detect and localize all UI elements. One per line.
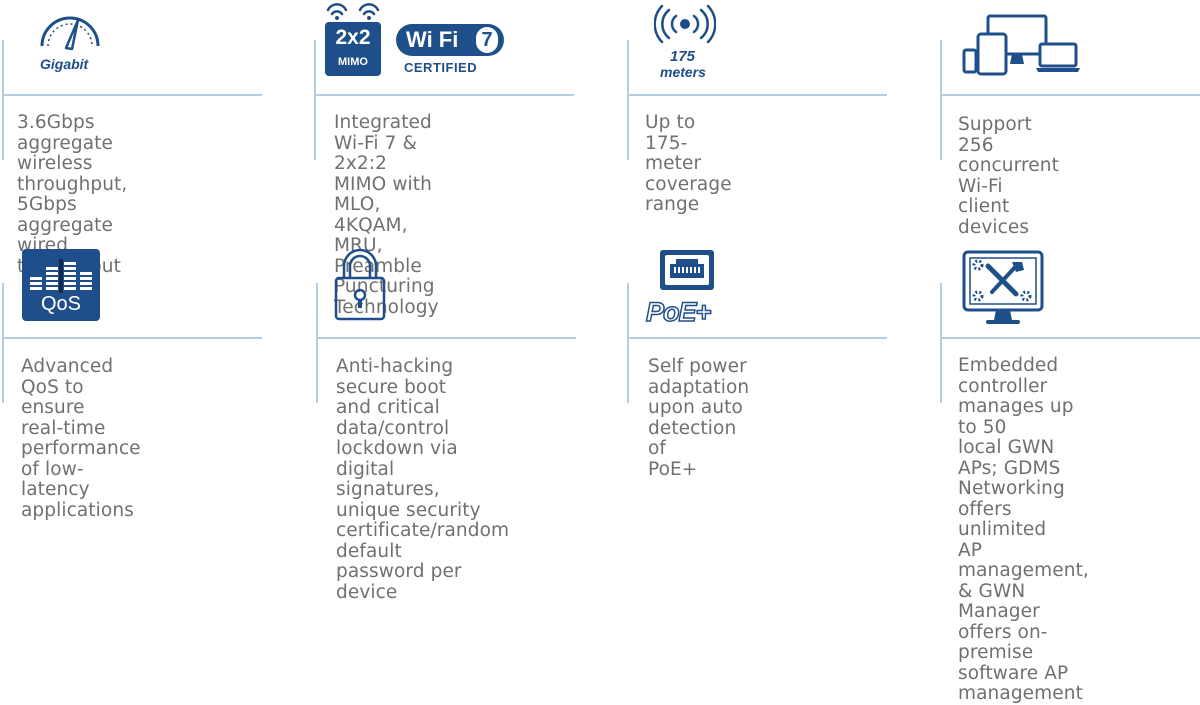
feature-divider-vertical bbox=[940, 283, 942, 403]
equalizer-bars-icon bbox=[30, 259, 92, 293]
feature-divider-vertical bbox=[314, 40, 316, 160]
coverage-unit: meters bbox=[660, 64, 706, 80]
feature-description: Self power adaptation upon auto detectio… bbox=[648, 356, 750, 480]
feature-divider-horizontal bbox=[940, 337, 1200, 339]
feature-divider-horizontal bbox=[2, 94, 262, 96]
feature-divider-horizontal bbox=[2, 337, 262, 339]
feature-description: Support 256 concurrent Wi-Fi client devi… bbox=[958, 114, 1059, 238]
feature-divider-horizontal bbox=[627, 94, 887, 96]
feature-divider-horizontal bbox=[627, 337, 887, 339]
wifi-icon bbox=[326, 3, 380, 20]
wifi7-logo: Wi Fi 7 bbox=[396, 24, 504, 56]
coverage-number: 175 bbox=[670, 48, 696, 65]
poe-label: PoE+ bbox=[645, 296, 712, 328]
feature-divider-vertical bbox=[2, 40, 4, 160]
padlock-icon bbox=[334, 248, 386, 321]
feature-description: Advanced QoS to ensure real-time perform… bbox=[21, 356, 141, 521]
mimo-badge: 2x2 MIMO bbox=[325, 22, 381, 76]
feature-divider-vertical bbox=[2, 283, 4, 403]
feature-divider-horizontal bbox=[940, 94, 1200, 96]
feature-divider-vertical bbox=[627, 40, 629, 160]
mimo-badge-label: MIMO bbox=[338, 56, 368, 68]
ethernet-port-icon bbox=[660, 250, 714, 290]
coverage-signal-icon bbox=[654, 4, 716, 44]
monitor-tools-icon bbox=[962, 250, 1044, 324]
feature-description: Anti-hacking secure boot and critical da… bbox=[336, 356, 510, 603]
feature-description: Embedded controller manages up to 50 loc… bbox=[958, 355, 1089, 704]
devices-icon bbox=[962, 14, 1080, 76]
mimo-badge-number: 2x2 bbox=[335, 26, 371, 49]
gigabit-label: Gigabit bbox=[40, 56, 89, 72]
wifi7-logo-number: 7 bbox=[476, 27, 498, 53]
wifi7-certified-label: CERTIFIED bbox=[404, 60, 478, 75]
feature-divider-horizontal bbox=[314, 94, 574, 96]
speedometer-icon bbox=[40, 16, 100, 51]
feature-divider-vertical bbox=[627, 283, 629, 403]
qos-equalizer-icon: QoS bbox=[22, 249, 100, 321]
wifi7-logo-word: Wi Fi bbox=[406, 27, 459, 52]
qos-label: QoS bbox=[40, 293, 82, 315]
feature-divider-vertical bbox=[316, 283, 318, 403]
feature-description: Up to 175-meter coverage range bbox=[645, 112, 732, 215]
feature-divider-vertical bbox=[940, 40, 942, 160]
feature-divider-horizontal bbox=[316, 337, 576, 339]
